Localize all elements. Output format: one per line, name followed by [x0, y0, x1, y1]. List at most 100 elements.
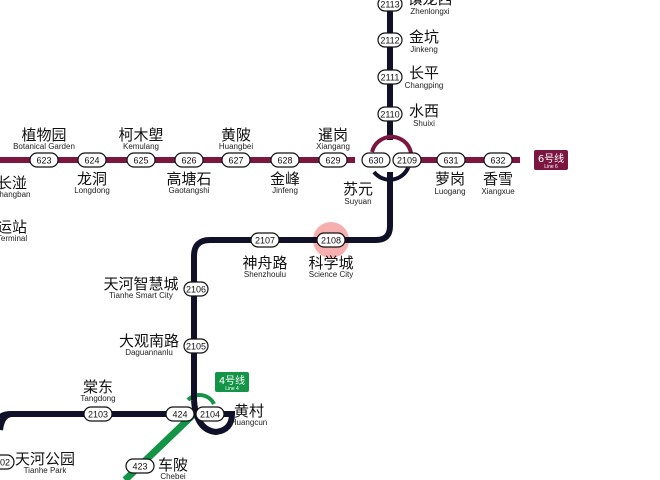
- station-zhenlongxi[interactable]: 镇龙西Zhenlongxi: [407, 0, 452, 16]
- station-name-zh: 长平: [409, 64, 439, 82]
- station-code-2110: 2110: [377, 106, 403, 122]
- station-name-zh: 棠东: [83, 378, 113, 396]
- station-name-zh: 香雪: [483, 170, 513, 188]
- station-name-zh: 黄村: [234, 402, 264, 420]
- station-code-424: 424: [165, 406, 195, 422]
- svg-text:2102: 2102: [0, 458, 10, 468]
- station-terminal[interactable]: 运站Terminal: [0, 218, 27, 243]
- station-code-2105: 2105: [183, 338, 209, 354]
- station-code-623: 623: [29, 152, 59, 168]
- station-name-en: Tangdong: [80, 394, 115, 403]
- station-code-630: 630: [361, 152, 391, 168]
- svg-text:628: 628: [277, 156, 292, 166]
- svg-text:627: 627: [228, 156, 243, 166]
- station-name-en: Jinfeng: [272, 186, 298, 195]
- station-code-2108: 2108: [316, 232, 346, 248]
- station-name-zh: 运站: [0, 218, 27, 236]
- station-code-625: 625: [126, 152, 156, 168]
- station-code-2111: 2111: [377, 69, 403, 85]
- station-code-628: 628: [270, 152, 300, 168]
- station-name-en: Terminal: [0, 234, 27, 243]
- station-name-en: Tianhe Park: [24, 466, 68, 475]
- station-code-627: 627: [221, 152, 251, 168]
- svg-text:423: 423: [132, 462, 147, 472]
- station-name-zh: 金峰: [270, 170, 300, 188]
- station-code-624: 624: [77, 152, 107, 168]
- station-name-en: Changban: [0, 190, 30, 199]
- svg-text:424: 424: [172, 410, 187, 420]
- station-name-zh: 龙洞: [77, 170, 107, 188]
- station-name-zh: 萝岗: [435, 170, 465, 188]
- station-name-en: Shuixi: [413, 119, 435, 128]
- svg-text:Line 6: Line 6: [544, 164, 558, 170]
- station-code-2113: 2113: [377, 0, 403, 12]
- svg-text:626: 626: [181, 156, 196, 166]
- station-name-en: Gaotangshi: [169, 186, 210, 195]
- svg-text:2108: 2108: [321, 236, 341, 246]
- svg-text:625: 625: [133, 156, 148, 166]
- station-name-zh: 大观南路: [119, 332, 179, 350]
- station-code-2104: 2104: [195, 406, 225, 422]
- station-name-zh: 金坑: [409, 28, 439, 46]
- svg-text:2112: 2112: [380, 36, 399, 46]
- station-name-zh: 水西: [409, 102, 439, 120]
- svg-text:2111: 2111: [381, 73, 400, 83]
- line-4-badge[interactable]: 4号线 Line 4: [215, 372, 249, 392]
- station-code-2109: 2109: [392, 152, 422, 168]
- station-name-en: Luogang: [434, 187, 465, 196]
- svg-text:2110: 2110: [380, 110, 399, 120]
- station-name-zh: 苏元: [343, 180, 373, 198]
- station-name-en: Changping: [405, 81, 444, 90]
- svg-text:2103: 2103: [88, 410, 108, 420]
- svg-text:6号线: 6号线: [538, 152, 564, 165]
- station-code-626: 626: [174, 152, 204, 168]
- svg-text:632: 632: [490, 156, 505, 166]
- station-name-en: Xiangang: [316, 142, 350, 151]
- station-name-zh: 暹岗: [318, 126, 348, 144]
- station-name-zh: 长湴: [0, 174, 27, 192]
- line-6-badge[interactable]: 6号线 Line 6: [534, 150, 568, 170]
- svg-text:629: 629: [325, 156, 340, 166]
- station-name-en: Tianhe Smart City: [109, 291, 173, 300]
- svg-text:2113: 2113: [380, 0, 399, 10]
- station-name-zh: 神舟路: [242, 254, 287, 272]
- station-name-zh: 天河智慧城: [103, 275, 178, 293]
- station-name-en: Suyuan: [344, 197, 371, 206]
- station-changban[interactable]: 长湴Changban: [0, 174, 30, 199]
- station-name-en: Zhenlongxi: [410, 7, 449, 16]
- station-name-en: Daguannanlu: [125, 348, 173, 357]
- station-name-zh: 科学城: [308, 254, 353, 272]
- station-code-2102: 2102: [0, 454, 15, 470]
- station-code-2107: 2107: [250, 232, 280, 248]
- svg-text:624: 624: [84, 156, 99, 166]
- station-name-en: Shenzhoulu: [244, 270, 286, 279]
- svg-text:2104: 2104: [200, 410, 220, 420]
- svg-text:2109: 2109: [397, 156, 417, 166]
- svg-text:2107: 2107: [255, 236, 275, 246]
- station-name-en: Botanical Garden: [13, 142, 75, 151]
- station-code-632: 632: [483, 152, 513, 168]
- svg-text:631: 631: [443, 156, 458, 166]
